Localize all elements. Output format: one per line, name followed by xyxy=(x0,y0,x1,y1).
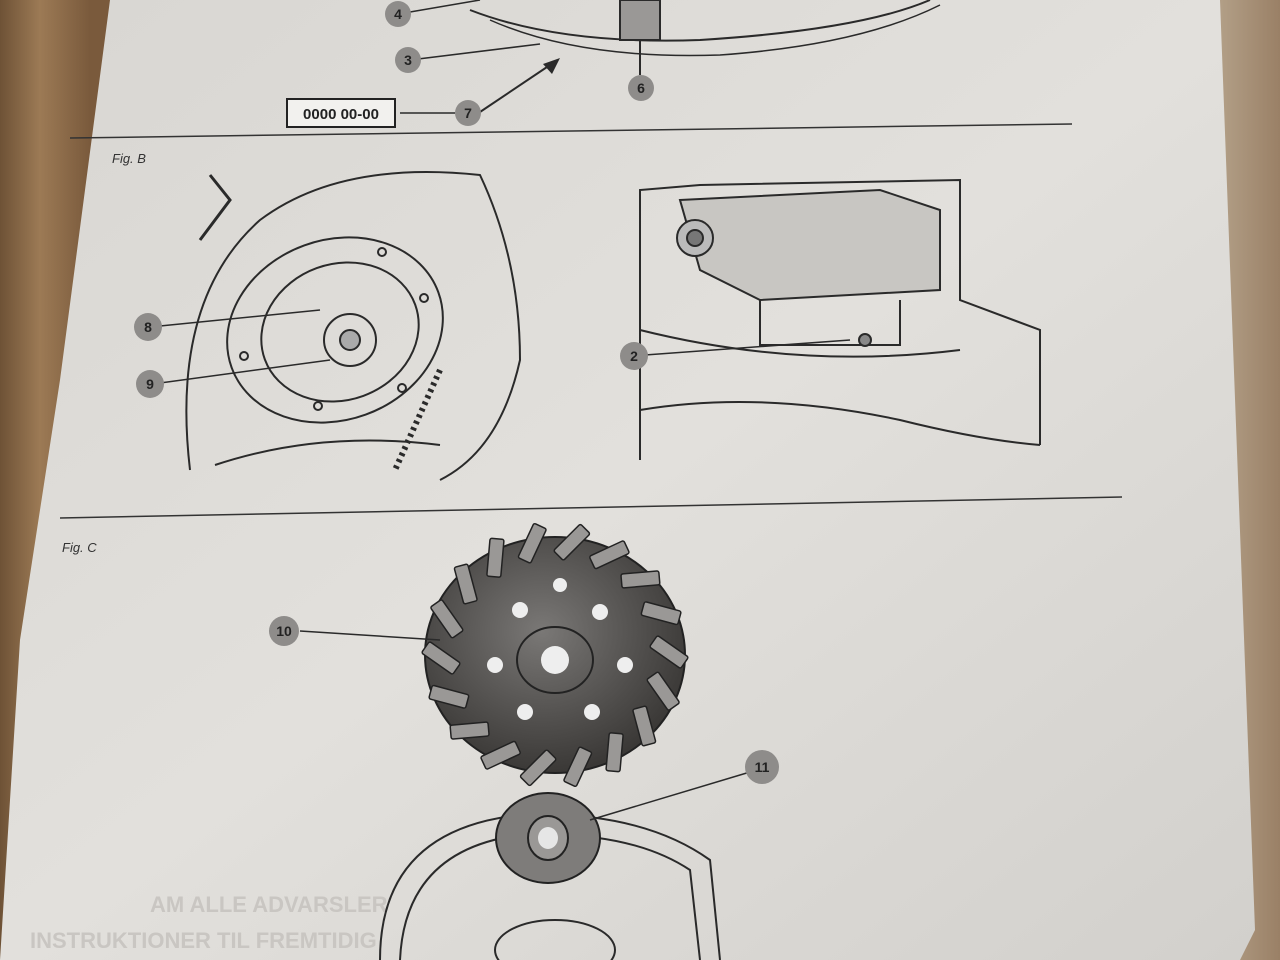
callout-9: 9 xyxy=(136,370,164,398)
divider-b-c xyxy=(59,496,1123,519)
part-number-box: 0000 00-00 xyxy=(286,98,396,128)
divider-a-b xyxy=(69,123,1073,139)
svg-text:10: 10 xyxy=(276,623,292,639)
callout-4: 4 xyxy=(385,1,411,27)
svg-text:3: 3 xyxy=(404,52,412,68)
wheel-segment xyxy=(632,705,657,747)
callout-2: 2 xyxy=(620,342,648,370)
wheel-segment xyxy=(563,746,593,788)
svg-text:0000 00-00: 0000 00-00 xyxy=(303,106,379,123)
wheel-segment xyxy=(517,522,547,564)
callout-8: 8 xyxy=(134,313,162,341)
diamond-cup-wheel xyxy=(421,522,689,788)
washer xyxy=(495,792,601,884)
svg-text:2: 2 xyxy=(630,348,638,364)
wheel-segment xyxy=(640,601,682,626)
wheel-segment xyxy=(605,732,624,773)
show-through-line-2: INSTRUKTIONER TIL FREMTIDIG xyxy=(30,928,377,953)
callout-10: 10 xyxy=(269,616,299,646)
fig-b-flange-diagram xyxy=(185,171,522,481)
wheel-segment xyxy=(646,671,680,711)
callout-6: 6 xyxy=(628,75,654,101)
wheel-segment xyxy=(428,684,470,709)
svg-text:6: 6 xyxy=(637,80,645,96)
svg-text:8: 8 xyxy=(144,319,152,335)
wheel-segment xyxy=(620,570,661,589)
fig-b-grinder-diagram xyxy=(639,178,1041,460)
svg-text:9: 9 xyxy=(146,376,154,392)
fig-a-diagram xyxy=(469,0,941,75)
wheel-segment xyxy=(430,599,464,639)
fig-b-label: Fig. B xyxy=(112,151,146,166)
callout-7: 7 xyxy=(455,100,481,126)
fig-c-label: Fig. C xyxy=(62,540,97,555)
svg-text:11: 11 xyxy=(755,759,770,775)
wheel-segment xyxy=(453,563,478,605)
show-through-line-1: AM ALLE ADVARSLER xyxy=(150,892,388,917)
wheel-segment xyxy=(449,721,490,740)
wheel-segment xyxy=(649,635,689,669)
wheel-segment xyxy=(480,740,521,770)
wheel-segment xyxy=(553,523,591,561)
wheel-segment xyxy=(589,540,630,570)
callout-11: 11 xyxy=(745,750,779,784)
callout-3: 3 xyxy=(395,47,421,73)
wheel-segment xyxy=(519,749,557,787)
wheel-segment xyxy=(486,537,505,578)
wheel-segment xyxy=(421,641,461,675)
svg-text:7: 7 xyxy=(464,105,472,121)
svg-text:4: 4 xyxy=(394,6,402,22)
